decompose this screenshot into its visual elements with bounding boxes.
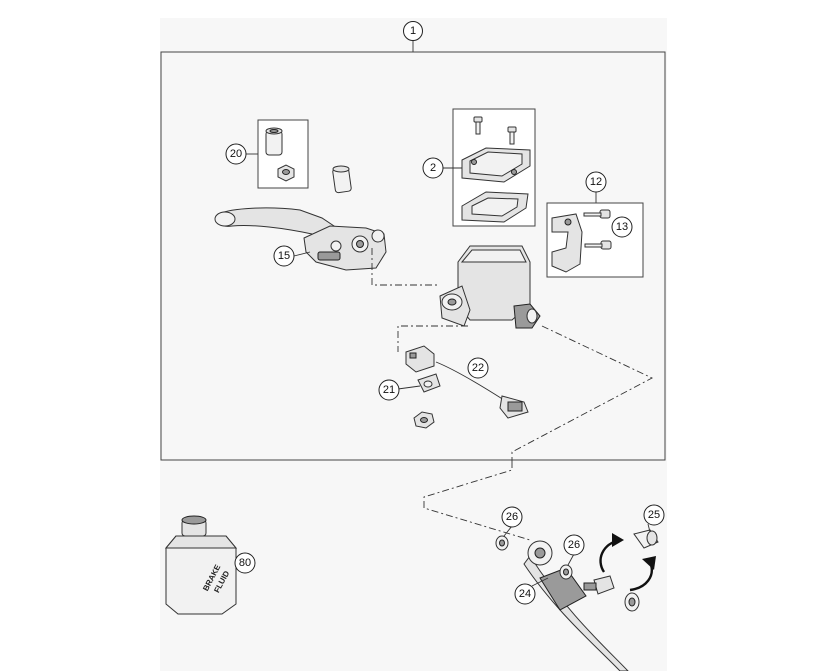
callout-12[interactable]: 12	[585, 171, 607, 193]
master-cylinder-icon	[439, 245, 541, 329]
screw-icon	[473, 116, 483, 135]
callout-2-label: 2	[430, 162, 436, 174]
callout-20[interactable]: 20	[225, 143, 247, 165]
washer-icon	[559, 564, 573, 580]
callout-15[interactable]: 15	[273, 245, 295, 267]
callout-80-label: 80	[239, 557, 251, 569]
callout-80[interactable]: 80	[234, 552, 256, 574]
cap-icon	[633, 529, 659, 549]
brake-fluid-bottle-icon: BRAKE FLUID	[164, 515, 238, 615]
callout-12-label: 12	[590, 176, 602, 188]
callout-2[interactable]: 2	[422, 157, 444, 179]
assembly-leader-lines	[371, 248, 654, 541]
nut-icon	[277, 164, 295, 182]
callout-13-label: 13	[616, 221, 628, 233]
callout-25-label: 25	[648, 509, 660, 521]
callout-21[interactable]: 21	[378, 379, 400, 401]
brake-hose-icon	[523, 540, 629, 671]
rotation-arrow-icon	[599, 533, 656, 592]
callout-13[interactable]: 13	[611, 216, 633, 238]
callout-20-label: 20	[230, 148, 242, 160]
switch-cable-icon	[435, 361, 529, 419]
callout-22-label: 22	[472, 362, 484, 374]
washer-icon	[495, 535, 509, 551]
callout-24[interactable]: 24	[514, 583, 536, 605]
callout-1-label: 1	[410, 25, 416, 37]
item-20-group	[246, 119, 309, 189]
assembly-frame	[160, 41, 666, 461]
item-2-group	[443, 108, 536, 227]
callout-1[interactable]: 1	[403, 21, 423, 41]
screw-icon	[583, 209, 611, 219]
callout-21-label: 21	[383, 384, 395, 396]
callout-26-lower[interactable]: 26	[563, 534, 585, 556]
callout-24-label: 24	[519, 588, 531, 600]
item-12-group	[546, 192, 644, 278]
callout-26-upper[interactable]: 26	[501, 506, 523, 528]
callout-15-label: 15	[278, 250, 290, 262]
screw-icon	[507, 126, 517, 145]
callout-26-upper-label: 26	[506, 511, 518, 523]
clamp-icon	[551, 213, 583, 273]
callout-22[interactable]: 22	[467, 357, 489, 379]
brake-switch-icon	[405, 345, 441, 429]
screw-icon	[584, 240, 612, 250]
bushing-icon	[265, 127, 283, 156]
brake-lever-icon	[214, 165, 387, 271]
callout-25[interactable]: 25	[643, 504, 665, 526]
callout-26-lower-label: 26	[568, 539, 580, 551]
banjo-bolt-icon	[583, 575, 640, 612]
